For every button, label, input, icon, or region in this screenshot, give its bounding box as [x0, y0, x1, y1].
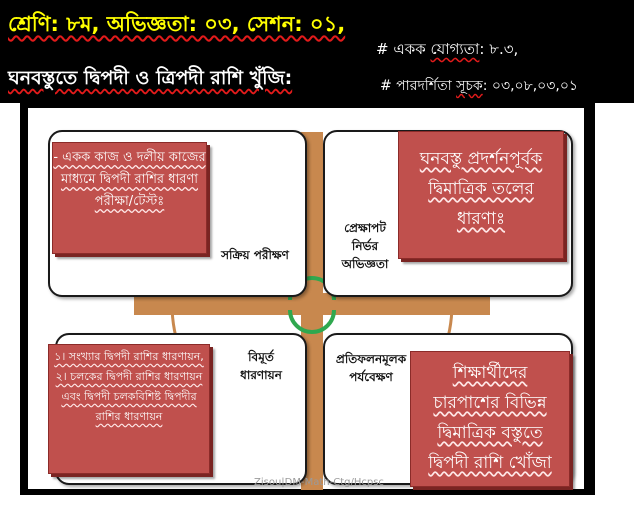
label-abstract-line2: ধারণায়ন: [240, 368, 282, 382]
callout-active-experimentation: - একক কাজ ও দলীয় কাজের মাধ্যমে দ্বিপদী …: [52, 142, 207, 254]
indicator-word: সূচক: [456, 78, 483, 94]
indicator-label: # পারদর্শিতা সূচক: ০৩,০৮,০৩,০১: [380, 74, 578, 98]
callout-abstract-conceptualization: ১। সংখ্যার দ্বিপদী রাশির ধারণায়ন, ২। চল…: [48, 344, 210, 474]
cycle-arrow-bottom-icon: [288, 309, 336, 334]
callout-concrete-text: ঘনবস্তু প্রদর্শনপূর্বক দ্বিমাত্রিক তলের …: [419, 149, 543, 229]
label-abstract-conceptualization: বিমূর্ত ধারণায়ন: [226, 348, 296, 384]
callout-active-text: - একক কাজ ও দলীয় কাজের মাধ্যমে দ্বিপদী …: [53, 150, 206, 209]
session-title: শ্রেণি: ৮ম, অভিজ্ঞতা: ০৩, সেশন: ০১,: [8, 12, 346, 36]
label-abstract-line1: বিমূর্ত: [248, 350, 274, 364]
label-concrete-line3: অভিজ্ঞতা: [341, 257, 389, 271]
competency-prefix: # একক: [376, 40, 431, 58]
label-concrete-line2: নির্ভর: [351, 239, 379, 253]
indicator-prefix: # পারদর্শিতা: [380, 78, 457, 94]
label-reflective-line2: পর্যবেক্ষণ: [349, 370, 393, 384]
label-concrete-experience: প্রেক্ষাপট নির্ভর অভিজ্ঞতা: [330, 219, 400, 273]
label-active-experimentation: সক্রিয় পরীক্ষণ: [221, 248, 289, 262]
competency-word: যোগ্যতা: [430, 40, 480, 58]
footer-credit: Zisou|DM-Math-Ctg/Hcpsc: [254, 477, 384, 488]
indicator-value: : ০৩,০৮,০৩,০১: [482, 78, 579, 94]
label-reflective-line1: প্রতিফলনমূলক: [335, 352, 407, 366]
lesson-topic: ঘনবস্তুতে দ্বিপদী ও ত্রিপদী রাশি খুঁজি:: [8, 67, 293, 89]
callout-abstract-text-1: ১। সংখ্যার দ্বিপদী রাশির ধারণায়ন,: [54, 350, 204, 363]
callout-abstract-text-2: ২। চলকের দ্বিপদী রাশির ধারণায়ন এবং দ্বি…: [55, 370, 203, 423]
label-concrete-line1: প্রেক্ষাপট: [344, 221, 386, 235]
callout-concrete-experience: ঘনবস্তু প্রদর্শনপূর্বক দ্বিমাত্রিক তলের …: [398, 131, 564, 259]
callout-reflective-observation: শিক্ষার্থীদের চারপাশের বিভিন্ন দ্বিমাত্র…: [410, 351, 570, 487]
label-reflective-observation: প্রতিফলনমূলক পর্যবেক্ষণ: [326, 350, 416, 386]
header-bar: [0, 0, 634, 103]
callout-reflective-text: শিক্ষার্থীদের চারপাশের বিভিন্ন দ্বিমাত্র…: [428, 363, 552, 473]
competency-label: # একক যোগ্যতা: ৮.৩,: [376, 38, 518, 63]
cycle-horizontal-bar: [134, 293, 490, 315]
competency-value: : ৮.৩,: [479, 40, 519, 58]
